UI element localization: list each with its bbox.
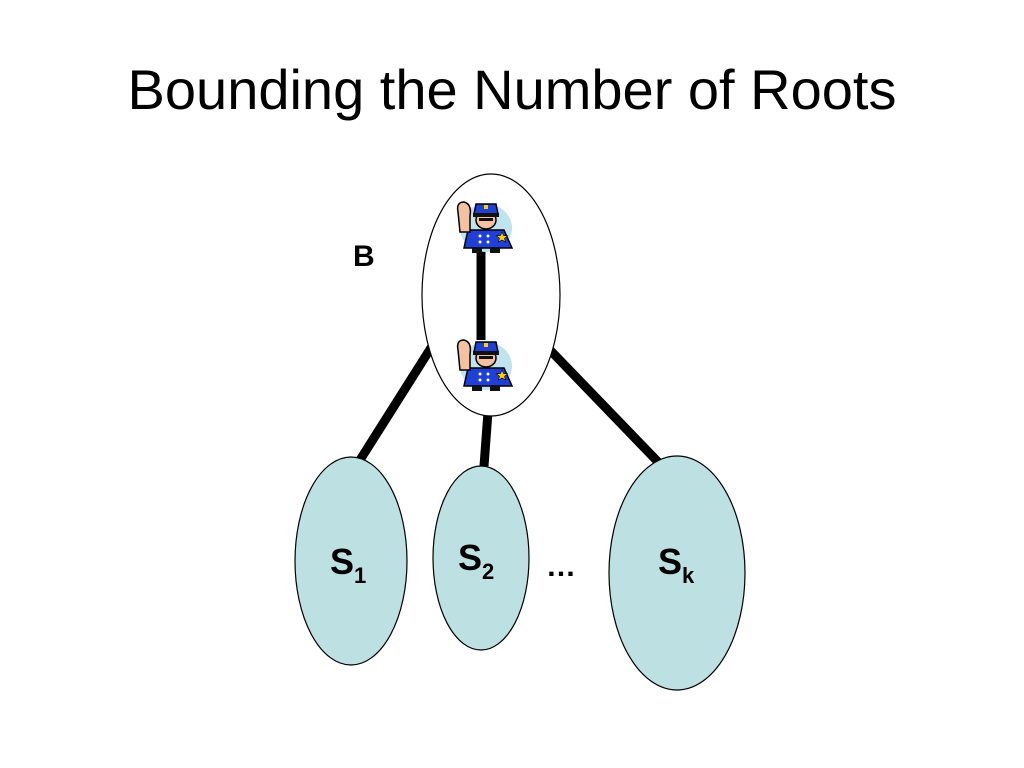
- subtree-s2-ellipse: [432, 465, 530, 651]
- subtree-s1-label: S1: [330, 541, 366, 588]
- ellipsis: …: [546, 550, 576, 583]
- subtree-sk-ellipse: [608, 455, 746, 691]
- edge-b-to-s2: [479, 411, 493, 467]
- subtree-s2-label: S2: [458, 537, 494, 584]
- subtree-s1-ellipse: [294, 456, 408, 666]
- slide-title: Bounding the Number of Roots: [127, 58, 897, 121]
- b-label: B: [353, 240, 375, 273]
- edge-b-to-s1: [356, 340, 438, 463]
- b-set-ellipse: [421, 173, 561, 417]
- edge-b-to-sk: [546, 346, 664, 468]
- subtree-sk-label: Sk: [658, 541, 695, 588]
